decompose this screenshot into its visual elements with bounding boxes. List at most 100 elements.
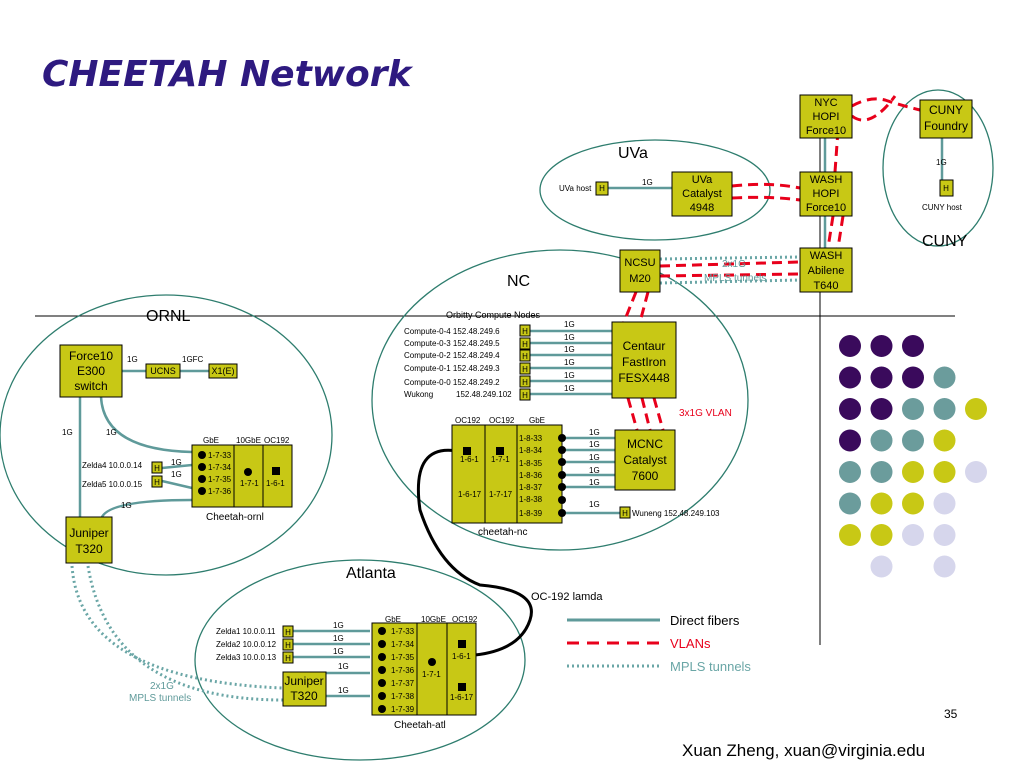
decorative-dot	[870, 555, 893, 578]
host-box-cuny[interactable]: H	[939, 179, 954, 197]
svg-text:H: H	[522, 327, 528, 336]
decorative-dot	[839, 492, 861, 515]
region-ornl-outline	[0, 294, 333, 576]
node-ncsu-m20[interactable]: NCSU M20	[619, 249, 661, 293]
svg-text:2x1G: 2x1G	[150, 681, 174, 692]
wukong-label: Wukong	[404, 390, 433, 399]
svg-text:1-8-35: 1-8-35	[519, 459, 543, 468]
node-wash-abilene[interactable]: WASH Abilene T640	[799, 247, 853, 293]
host-box[interactable]: H	[519, 388, 531, 401]
svg-text:T320: T320	[75, 542, 103, 556]
node-wash-hopi[interactable]: WASH HOPI Force10	[799, 171, 853, 217]
svg-text:1-8-39: 1-8-39	[519, 509, 543, 518]
region-atlanta-label: Atlanta	[346, 565, 396, 582]
decorative-dot	[965, 398, 987, 420]
svg-text:1G: 1G	[589, 500, 600, 509]
svg-text:1-8-38: 1-8-38	[519, 495, 543, 504]
host-box[interactable]: H	[519, 375, 531, 388]
decorative-dot	[839, 524, 861, 546]
wuneng-label: Wuneng 152.48.249.103	[632, 509, 720, 518]
legend-direct-label: Direct fibers	[670, 613, 740, 628]
zelda3-label: Zelda3 10.0.0.13	[216, 653, 277, 662]
compute-label: Compute-0-1 152.48.249.3	[404, 364, 500, 373]
svg-text:1G: 1G	[338, 686, 349, 695]
decorative-dot	[933, 461, 956, 483]
svg-text:Force10: Force10	[69, 349, 113, 363]
svg-text:OC192: OC192	[455, 416, 481, 425]
node-cuny-foundry[interactable]: CUNY Foundry	[919, 99, 973, 139]
zelda5-label: Zelda5 10.0.0.15	[82, 480, 143, 489]
cheetah-ornl-switch[interactable]: GbE 10GbE OC192 1-7-33 1-7-34 1-7-35 1-7…	[191, 436, 293, 508]
host-box-zelda2[interactable]: H	[282, 638, 294, 651]
host-box-zelda4[interactable]: H	[151, 461, 163, 474]
svg-text:1G: 1G	[171, 470, 182, 479]
node-x1e[interactable]: X1(E)	[208, 363, 238, 379]
svg-text:1G: 1G	[642, 178, 653, 187]
svg-text:1-7-35: 1-7-35	[391, 653, 415, 662]
region-uva-outline	[539, 139, 771, 241]
svg-text:1G: 1G	[564, 345, 575, 354]
node-mcnc-catalyst[interactable]: MCNC Catalyst 7600	[614, 429, 676, 491]
host-box[interactable]: H	[519, 324, 531, 337]
region-ornl-label: ORNL	[146, 308, 191, 325]
orbitty-title: Orbitty Compute Nodes	[446, 310, 541, 320]
decorative-dot	[839, 335, 861, 357]
host-box-uva[interactable]: H	[595, 181, 609, 196]
region-cuny-outline	[882, 89, 994, 247]
node-centaur-fastiron[interactable]: Centaur FastIron FESX448	[611, 321, 677, 399]
host-box-zelda5[interactable]: H	[151, 475, 163, 488]
decorative-dot	[870, 335, 893, 357]
node-ucns[interactable]: UCNS	[145, 363, 181, 379]
svg-text:Foundry: Foundry	[924, 119, 968, 133]
compute-label: Compute-0-4 152.48.249.6	[404, 327, 500, 336]
svg-text:Force10: Force10	[806, 125, 846, 137]
svg-text:Centaur: Centaur	[623, 339, 666, 353]
host-box[interactable]: H	[519, 337, 531, 350]
mpls-tunnel-links	[70, 255, 801, 702]
svg-text:E300: E300	[77, 364, 105, 378]
svg-text:HOPI: HOPI	[813, 188, 840, 200]
svg-text:WASH: WASH	[810, 174, 843, 186]
svg-text:1G: 1G	[333, 647, 344, 656]
svg-text:H: H	[154, 464, 160, 473]
node-uva-catalyst[interactable]: UVa Catalyst 4948	[671, 171, 733, 217]
cheetah-atl-switch[interactable]: GbE 10GbE OC192 1-7-33 1-7-34 1-7-35 1-7…	[371, 615, 478, 716]
region-nc-outline	[371, 249, 749, 551]
host-box-zelda3[interactable]: H	[282, 651, 294, 664]
uva-host-label: UVa host	[559, 184, 592, 193]
svg-text:1G: 1G	[564, 371, 575, 380]
oc192-lamda-link	[416, 448, 533, 657]
host-box-zelda1[interactable]: H	[282, 625, 294, 638]
node-juniper-atl[interactable]: Juniper T320	[282, 671, 327, 707]
svg-text:MPLS tunnels: MPLS tunnels	[129, 693, 191, 704]
svg-text:1-6-1: 1-6-1	[266, 479, 285, 488]
svg-text:1G: 1G	[564, 320, 575, 329]
decorative-dot	[839, 398, 861, 420]
svg-text:GbE: GbE	[529, 416, 545, 425]
svg-text:H: H	[285, 641, 291, 650]
svg-text:1-7-39: 1-7-39	[391, 705, 415, 714]
decorative-dot	[933, 366, 956, 389]
svg-text:1G: 1G	[338, 662, 349, 671]
svg-text:1-7-17: 1-7-17	[489, 490, 513, 499]
host-box[interactable]: H	[519, 362, 531, 375]
svg-text:1-8-36: 1-8-36	[519, 471, 543, 480]
compute-label: Compute-0-2 152.48.249.4	[404, 351, 500, 360]
svg-text:1-8-37: 1-8-37	[519, 483, 543, 492]
cheetah-nc-switch[interactable]: OC192 OC192 GbE 1-6-1 1-6-17 1-7-1 1-7-1…	[451, 416, 566, 524]
node-nyc-hopi[interactable]: NYC HOPI Force10	[799, 94, 853, 139]
svg-text:1G: 1G	[589, 428, 600, 437]
zelda4-label: Zelda4 10.0.0.14	[82, 461, 143, 470]
host-box[interactable]: H	[519, 349, 531, 362]
region-nc-label: NC	[507, 273, 530, 290]
node-juniper-ornl[interactable]: Juniper T320	[65, 516, 113, 564]
slide-title: CHEETAH Network	[42, 54, 414, 95]
svg-text:X1(E): X1(E)	[211, 366, 234, 376]
decorative-dot	[870, 398, 893, 420]
svg-text:Juniper: Juniper	[69, 526, 108, 540]
host-box-wuneng[interactable]: H	[619, 506, 631, 519]
decorative-dot	[870, 429, 893, 452]
node-force10-e300[interactable]: Force10 E300 switch	[59, 344, 123, 398]
svg-text:2x1G: 2x1G	[722, 259, 746, 270]
